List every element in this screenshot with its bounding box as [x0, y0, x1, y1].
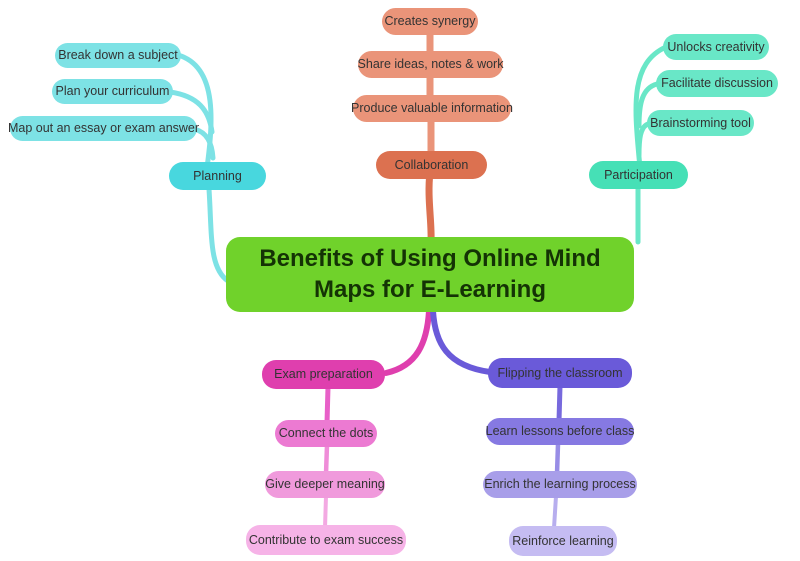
connector-planning-map-out: [191, 126, 216, 161]
node-learn-lessons-before-class[interactable]: Learn lessons before class: [486, 418, 634, 445]
connector-participation-facilitate-discussion: [636, 81, 660, 129]
central-topic[interactable]: Benefits of Using Online Mind Maps for E…: [226, 237, 634, 312]
branch-node-collaboration[interactable]: Collaboration: [376, 151, 487, 179]
node-contribute-to-exam-success[interactable]: Contribute to exam success: [246, 525, 406, 555]
connector-center-to-exam-preparation: [383, 308, 432, 376]
node-give-deeper-meaning[interactable]: Give deeper meaning: [265, 471, 385, 498]
connector-planning-break-down-a-subject: [175, 52, 214, 178]
connector-flipping-reinforce-learning: [552, 494, 558, 530]
node-brainstorming-tool[interactable]: Brainstorming tool: [647, 110, 754, 136]
node-creates-synergy[interactable]: Creates synergy: [382, 8, 478, 35]
node-produce-valuable-information[interactable]: Produce valuable information: [351, 95, 513, 122]
connector-exam-connect-the-dots: [324, 384, 331, 426]
connector-collaboration-to-center: [425, 168, 435, 246]
branch-node-flipping-the-classroom[interactable]: Flipping the classroom: [488, 358, 632, 388]
connector-planning-plan-your-curriculum: [167, 89, 215, 135]
node-plan-your-curriculum[interactable]: Plan your curriculum: [52, 79, 173, 104]
node-facilitate-discussion[interactable]: Facilitate discussion: [656, 70, 778, 97]
branch-node-exam-preparation[interactable]: Exam preparation: [262, 360, 385, 389]
connector-flipping-enrich-process: [554, 441, 561, 477]
node-share-ideas-notes-work[interactable]: Share ideas, notes & work: [358, 51, 503, 78]
branch-node-planning[interactable]: Planning: [169, 162, 266, 190]
connector-exam-give-deeper-meaning: [323, 442, 330, 477]
node-map-out-an-essay-or-exam-answer[interactable]: Map out an essay or exam answer: [8, 116, 199, 141]
node-reinforce-learning[interactable]: Reinforce learning: [509, 526, 617, 556]
connector-exam-contribute-success: [323, 494, 328, 530]
node-break-down-a-subject[interactable]: Break down a subject: [55, 43, 181, 68]
connector-flipping-learn-lessons: [556, 383, 563, 424]
node-unlocks-creativity[interactable]: Unlocks creativity: [663, 34, 769, 60]
connector-participation-brainstorming-tool: [636, 121, 651, 158]
node-connect-the-dots[interactable]: Connect the dots: [275, 420, 377, 447]
connector-center-to-flipping-classroom: [430, 308, 493, 375]
connector-planning-to-center: [206, 186, 231, 284]
branch-node-participation[interactable]: Participation: [589, 161, 688, 189]
node-enrich-the-learning-process[interactable]: Enrich the learning process: [483, 471, 637, 498]
